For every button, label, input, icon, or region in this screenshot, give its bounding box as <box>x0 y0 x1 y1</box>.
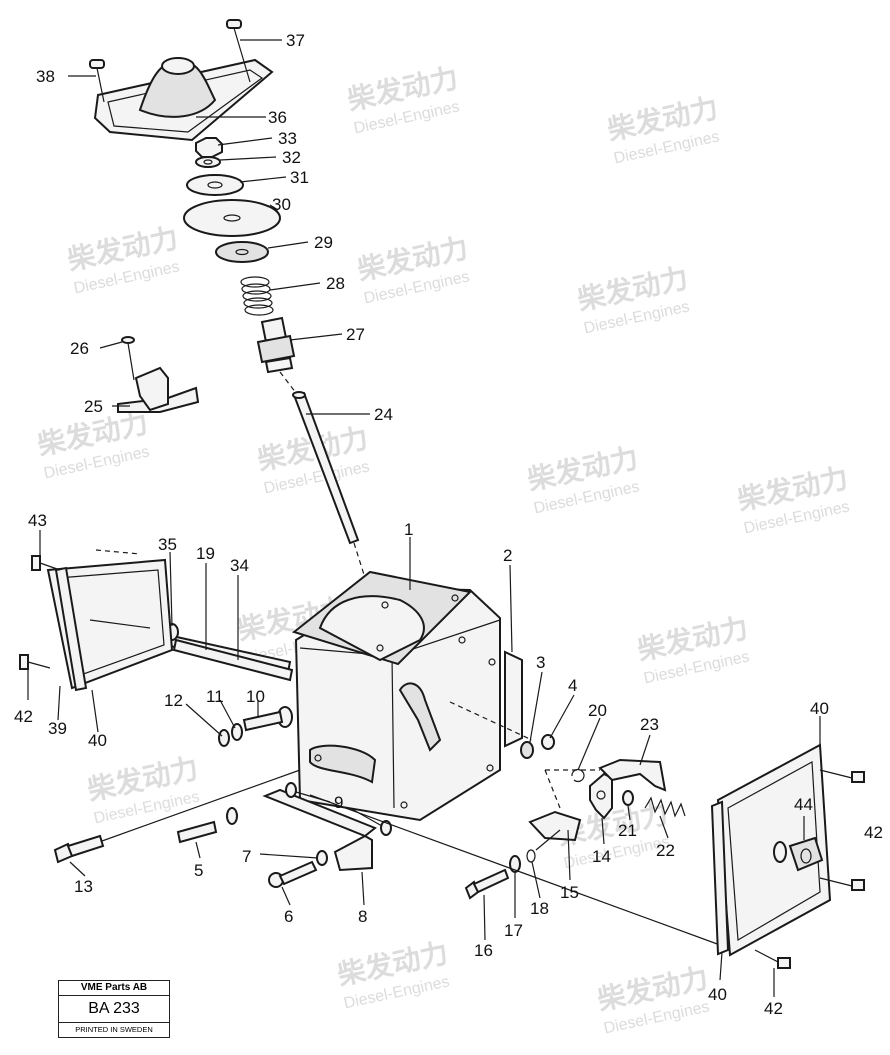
bracket-25 <box>117 366 200 413</box>
pin-26 <box>121 336 135 381</box>
label-16: 16 <box>474 941 493 960</box>
label-31: 31 <box>290 168 309 187</box>
label-17: 17 <box>504 921 523 940</box>
label-24: 24 <box>374 405 393 424</box>
bolt-13 <box>53 769 301 864</box>
label-10: 10 <box>246 687 265 706</box>
bracket-23 <box>598 758 667 792</box>
label-4: 4 <box>568 676 577 695</box>
title-block-company: VME Parts AB <box>59 981 169 996</box>
label-44: 44 <box>794 795 813 814</box>
label-15: 15 <box>560 883 579 902</box>
label-23: 23 <box>640 715 659 734</box>
bolt-38 <box>89 59 105 103</box>
label-1: 1 <box>404 520 413 539</box>
label-7: 7 <box>242 847 251 866</box>
bolt-16 <box>464 868 510 900</box>
spring-22 <box>644 796 686 818</box>
label-25: 25 <box>84 397 103 416</box>
washer-9b <box>380 820 392 836</box>
label-42-right-lower: 42 <box>764 999 783 1018</box>
label-8: 8 <box>358 907 367 926</box>
label-43: 43 <box>28 511 47 530</box>
nut-33 <box>195 137 223 158</box>
bolt-42-left <box>19 654 51 670</box>
label-28: 28 <box>326 274 345 293</box>
label-29: 29 <box>314 233 333 252</box>
screw-5 <box>176 820 218 844</box>
label-19: 19 <box>196 544 215 563</box>
washer-9a <box>285 782 297 798</box>
label-38: 38 <box>36 67 55 86</box>
label-18: 18 <box>530 899 549 918</box>
gear-lever-rod-24 <box>279 371 373 601</box>
label-22: 22 <box>656 841 675 860</box>
title-block: VME Parts AB BA 233 PRINTED IN SWEDEN <box>58 980 170 1038</box>
label-37: 37 <box>286 31 305 50</box>
spring-28 <box>240 276 274 316</box>
label-40-right: 40 <box>708 985 727 1004</box>
leader-lines <box>27 39 821 997</box>
label-42-left: 42 <box>14 707 33 726</box>
gasket-40-right <box>710 800 730 956</box>
label-35: 35 <box>158 535 177 554</box>
washer-32 <box>195 156 221 168</box>
gasket-39 <box>54 566 88 692</box>
label-32: 32 <box>282 148 301 167</box>
washer-7 <box>226 807 238 825</box>
bolt-42-right-lower <box>754 949 791 969</box>
washer-29 <box>215 241 269 263</box>
part-number-labels: 37 38 36 33 32 31 30 29 28 27 24 26 25 1… <box>14 31 883 1018</box>
label-9: 9 <box>334 793 343 812</box>
label-40-left: 40 <box>88 731 107 750</box>
bushing-27 <box>256 316 296 374</box>
label-41: 40 <box>810 699 829 718</box>
label-20: 20 <box>588 701 607 720</box>
plate-8 <box>262 788 377 872</box>
bolt-10 <box>242 706 293 732</box>
label-39: 39 <box>48 719 67 738</box>
washer-31 <box>186 174 244 196</box>
label-12: 12 <box>164 691 183 710</box>
label-27: 27 <box>346 325 365 344</box>
screw-6 <box>268 860 318 888</box>
title-block-printed: PRINTED IN SWEDEN <box>75 1025 153 1034</box>
label-6: 6 <box>284 907 293 926</box>
ring-20 <box>571 768 585 783</box>
label-5: 5 <box>194 861 203 880</box>
gear-shift-housing-1 <box>291 570 501 822</box>
label-33: 33 <box>278 129 297 148</box>
ring-18 <box>526 849 536 863</box>
label-34: 34 <box>230 556 249 575</box>
bolt-43 <box>31 555 61 571</box>
label-21: 21 <box>618 821 637 840</box>
lever-15 <box>528 810 582 842</box>
bolt-42-right-top <box>819 769 865 783</box>
washer-7b <box>316 850 328 866</box>
label-3: 3 <box>536 653 545 672</box>
pin-3 <box>520 741 534 759</box>
title-block-code: BA 233 <box>59 996 169 1023</box>
gear-lever-boot <box>93 57 274 142</box>
label-36: 36 <box>268 108 287 127</box>
label-2: 2 <box>503 546 512 565</box>
washer-12 <box>218 729 230 747</box>
part-44 <box>773 836 824 872</box>
bolt-42-right-bottom <box>819 877 865 891</box>
clip-4 <box>541 734 555 750</box>
shift-rod-34 <box>172 638 294 682</box>
gasket-2 <box>504 650 523 748</box>
label-26: 26 <box>70 339 89 358</box>
label-11: 11 <box>206 687 224 706</box>
disc-30 <box>183 199 281 237</box>
label-42-right: 42 <box>864 823 883 842</box>
label-30: 30 <box>272 195 291 214</box>
washer-21 <box>622 790 634 806</box>
label-14: 14 <box>592 847 611 866</box>
bolt-37 <box>226 19 251 83</box>
label-13: 13 <box>74 877 93 896</box>
